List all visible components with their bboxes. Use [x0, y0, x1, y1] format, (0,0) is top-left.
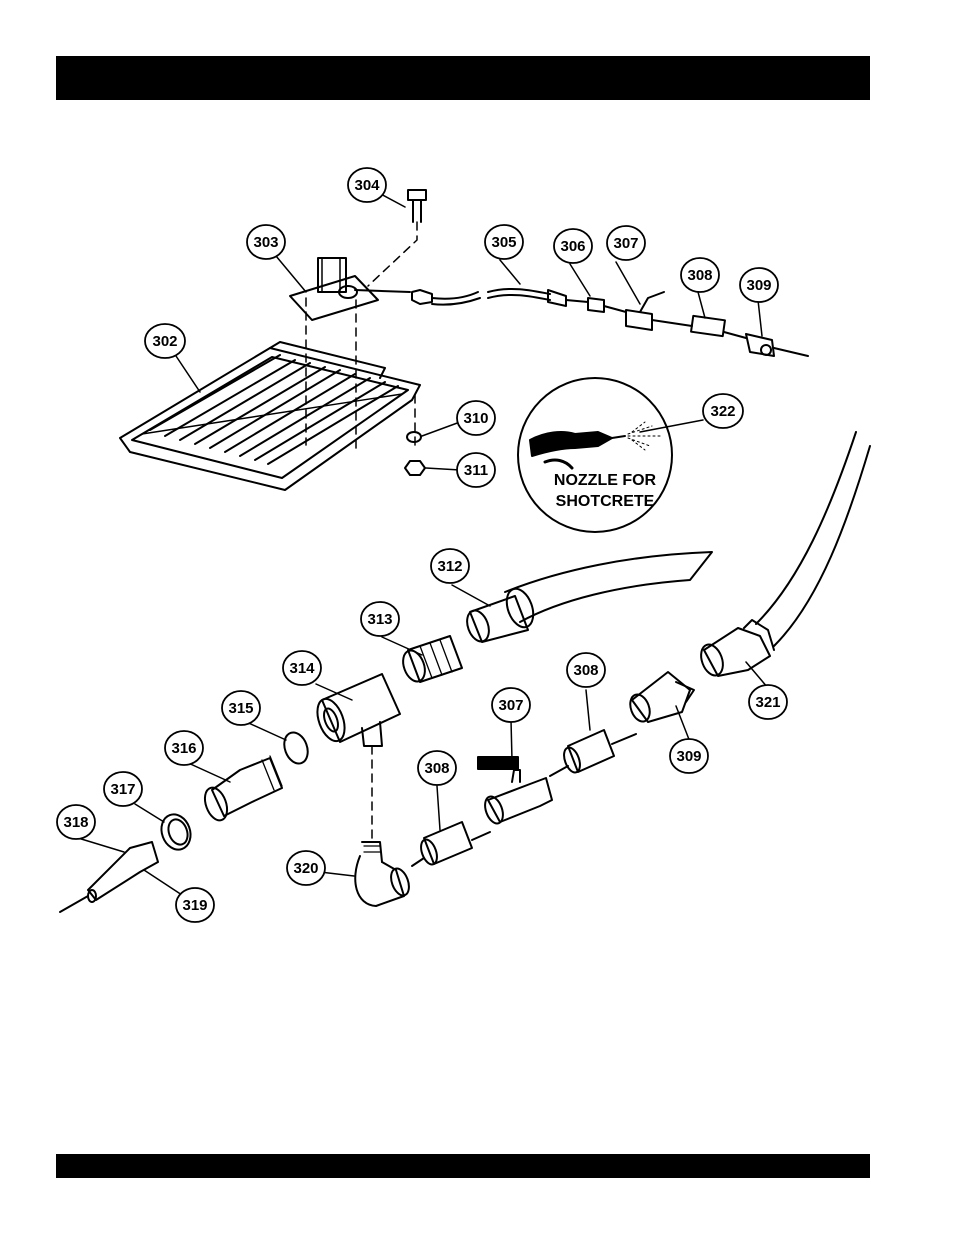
- callout-316: 316: [171, 740, 196, 757]
- nipple-308-upper: [550, 730, 636, 776]
- callout-321: 321: [755, 694, 780, 711]
- inset-caption-line1: NOZZLE FOR: [554, 472, 657, 489]
- leader-lines: [78, 192, 768, 895]
- callout-308-lower: 308: [424, 760, 449, 777]
- nozzle-318: [60, 842, 158, 912]
- callout-308-upper: 308: [687, 267, 712, 284]
- coupling-309-lower: [627, 672, 694, 724]
- elbow-320: [355, 842, 412, 906]
- callout-312: 312: [437, 558, 462, 575]
- nut-311: [405, 461, 425, 475]
- callout-circles: [57, 168, 787, 922]
- callout-309-lower: 309: [676, 748, 701, 765]
- bolt-304: [368, 190, 426, 286]
- callout-315: 315: [228, 700, 253, 717]
- oring-315: [280, 729, 312, 767]
- callout-303: 303: [253, 234, 278, 251]
- hose-312: [463, 552, 712, 644]
- callout-313: 313: [367, 611, 392, 628]
- callout-320: 320: [293, 860, 318, 877]
- clamp-317: [157, 810, 196, 853]
- bracket-303: [290, 258, 410, 320]
- callout-306: 306: [560, 238, 585, 255]
- inset-caption-line2: SHOTCRETE: [556, 493, 655, 510]
- washer-310: [407, 432, 421, 442]
- callout-310: 310: [463, 410, 488, 427]
- callout-305: 305: [491, 234, 516, 251]
- coupling-321: [697, 432, 870, 678]
- adapter-316: [201, 756, 282, 823]
- callout-317: 317: [110, 781, 135, 798]
- nipple-308-lower: [412, 822, 490, 867]
- callout-307-upper: 307: [613, 235, 638, 252]
- callout-314: 314: [289, 660, 315, 677]
- valve-307-lower: [478, 757, 552, 826]
- callout-304: 304: [354, 177, 380, 194]
- callout-309-upper: 309: [746, 277, 771, 294]
- callout-322: 322: [710, 403, 735, 420]
- callout-318: 318: [63, 814, 88, 831]
- tray-302: [120, 342, 420, 490]
- coupling-313: [399, 636, 462, 684]
- callout-307-lower: 307: [498, 697, 523, 714]
- callout-311: 311: [464, 462, 488, 479]
- callout-308-mid: 308: [573, 662, 598, 679]
- callout-302: 302: [152, 333, 177, 350]
- callout-319: 319: [182, 897, 207, 914]
- tee-314: [312, 674, 400, 840]
